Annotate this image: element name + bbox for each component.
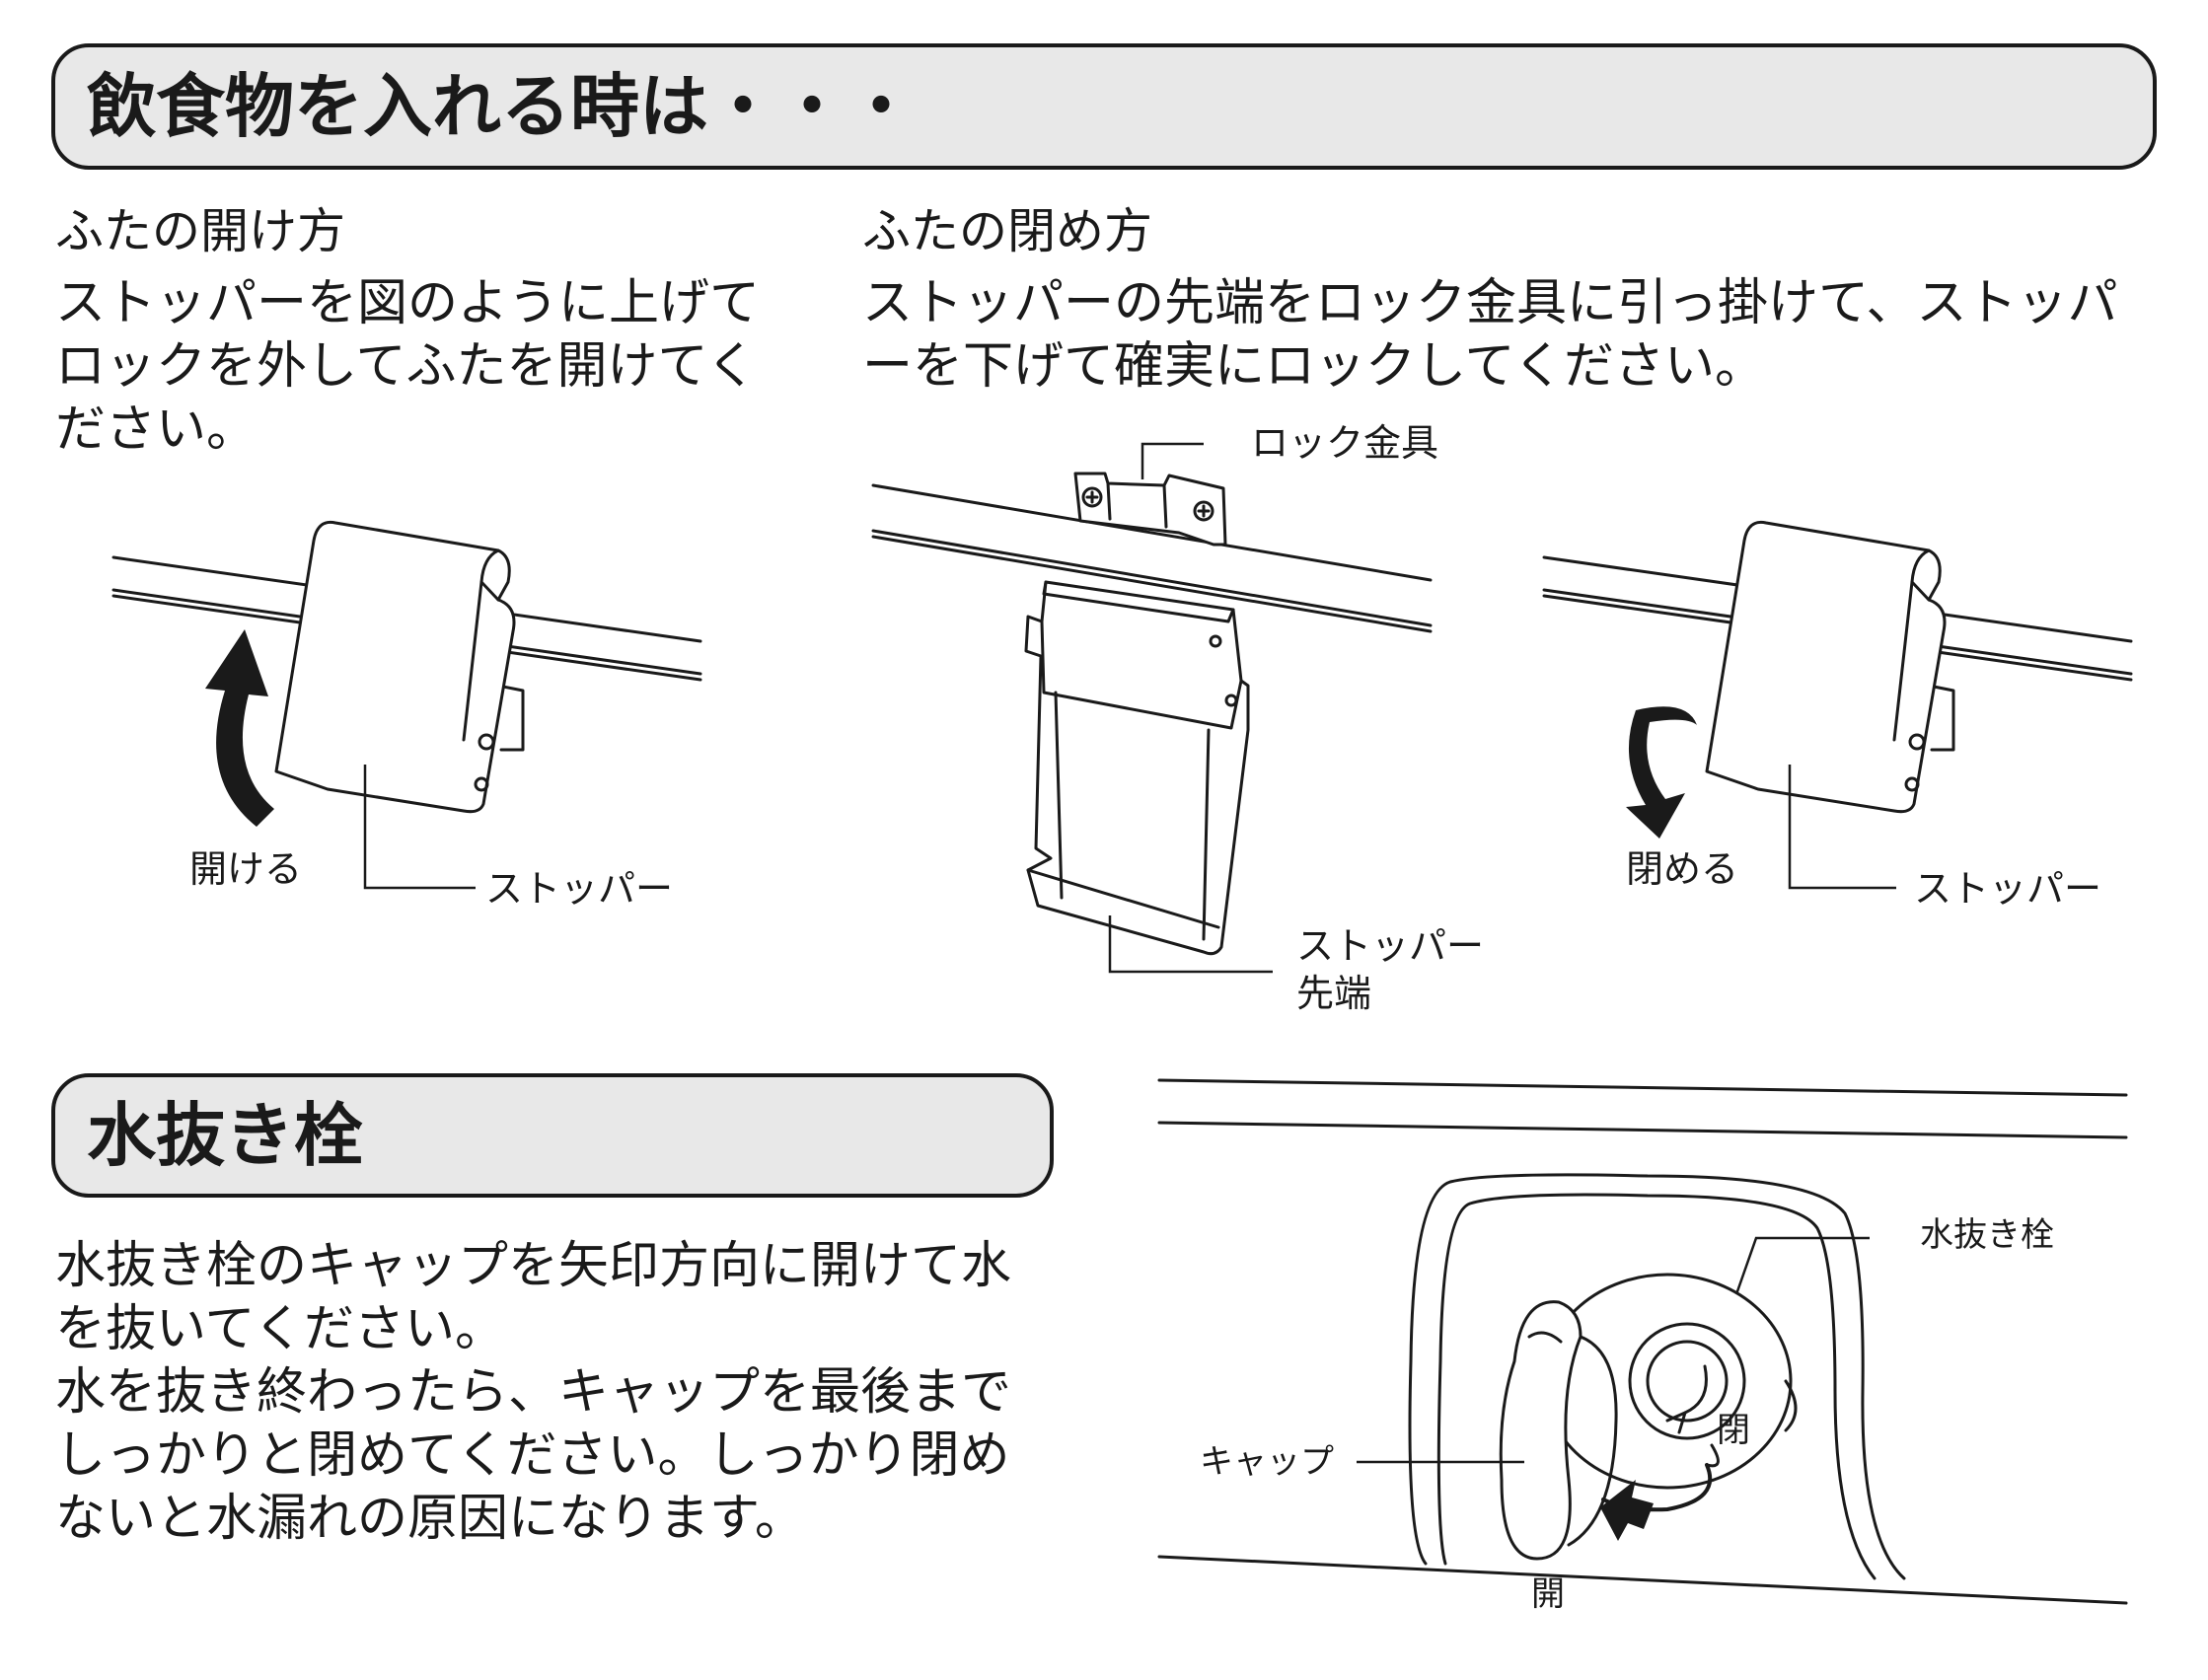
open-lid-line-3: ださい。 bbox=[55, 401, 258, 459]
drain-line-4: しっかりと閉めてください。しっかり閉め bbox=[55, 1426, 1010, 1485]
cap-label: キャップ bbox=[1200, 1442, 1334, 1482]
close-lid-line-1: ストッパーの先端をロック金具に引っ掛けて、ストッパ bbox=[862, 274, 2118, 332]
stopper-tip-label-1: ストッパー bbox=[1296, 924, 1485, 968]
drain-line-3: 水を抜き終わったら、キャップを最後まで bbox=[55, 1363, 1012, 1422]
lock-fitting-label: ロック金具 bbox=[1251, 421, 1439, 465]
close-lid-line-2: ーを下げて確実にロックしてください。 bbox=[862, 337, 1765, 396]
open-direction-label: 開 bbox=[1531, 1574, 1565, 1614]
open-lid-line-2: ロックを外してふたを開けてく bbox=[55, 337, 757, 396]
drain-line-2: を抜いてください。 bbox=[55, 1300, 505, 1358]
open-lid-line-1: ストッパーを図のように上げて bbox=[55, 274, 761, 332]
stopper-tip-label-2: 先端 bbox=[1296, 972, 1372, 1015]
drain-line-5: ないと水漏れの原因になります。 bbox=[55, 1490, 805, 1548]
stopper-open-illustration bbox=[109, 513, 720, 908]
stopper-label-open: ストッパー bbox=[485, 867, 674, 911]
close-lid-heading: ふたの閉め方 bbox=[862, 203, 1153, 259]
drain-line-1: 水抜き栓のキャップを矢印方向に開けて水 bbox=[55, 1237, 1012, 1295]
drain-section-title: 水抜き栓 bbox=[87, 1095, 363, 1176]
open-arrow-label: 開ける bbox=[189, 847, 303, 891]
drain-plug-illustration bbox=[1154, 1065, 2141, 1618]
section-title: 飲食物を入れる時は・・・ bbox=[87, 66, 916, 147]
section-banner-food: 飲食物を入れる時は・・・ bbox=[51, 43, 2157, 170]
stopper-lock-illustration bbox=[868, 434, 1460, 986]
section-banner-drain: 水抜き栓 bbox=[51, 1073, 1054, 1198]
close-arrow-label: 閉める bbox=[1626, 847, 1739, 891]
stopper-close-illustration bbox=[1539, 513, 2151, 908]
drain-plug-label: 水抜き栓 bbox=[1920, 1215, 2054, 1255]
close-direction-label: 閉 bbox=[1717, 1411, 1750, 1450]
stopper-label-close: ストッパー bbox=[1914, 867, 2102, 911]
open-lid-heading: ふたの開け方 bbox=[55, 203, 346, 259]
